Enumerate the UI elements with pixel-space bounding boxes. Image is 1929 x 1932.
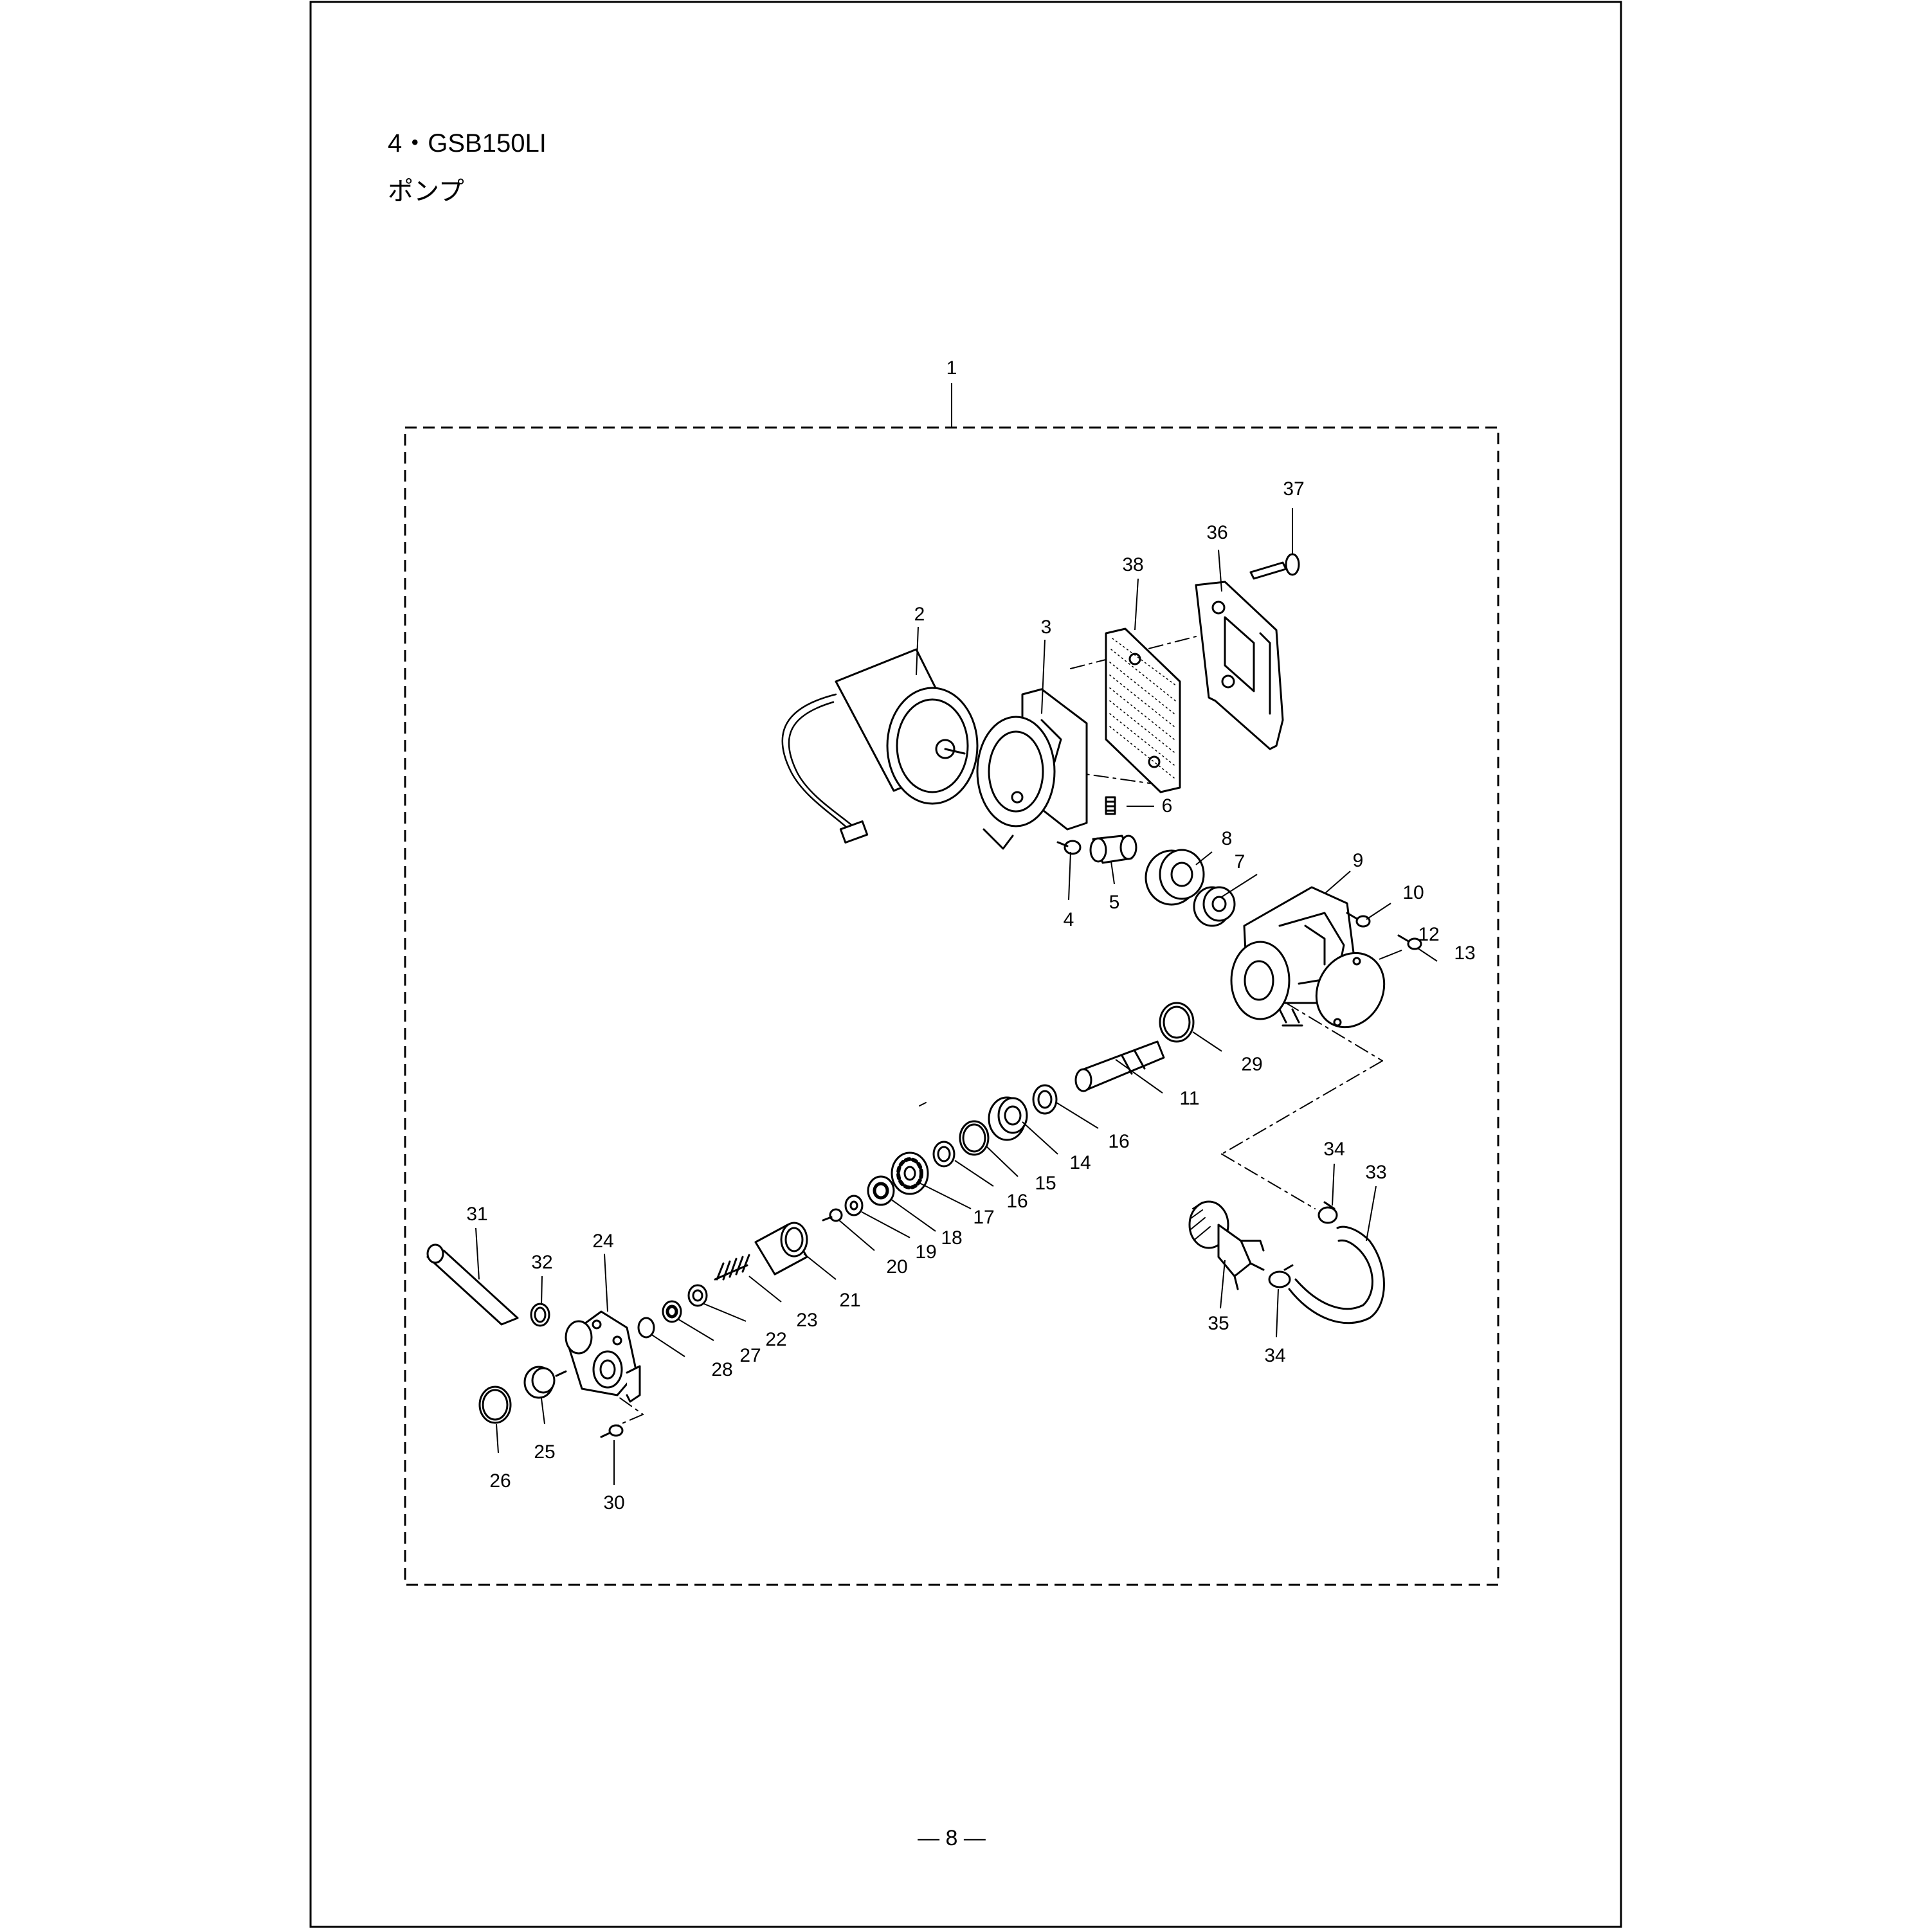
part-6-set-screw: [1105, 796, 1116, 815]
part-3-mounting-plate: [976, 688, 1088, 850]
part-37-screw: [1249, 553, 1300, 580]
callout-24: 24: [592, 1231, 613, 1252]
part-2-motor: [781, 648, 979, 844]
part-7-bearing: [1193, 886, 1236, 927]
part-16-washer-lower: [932, 1141, 955, 1168]
callout-1: 1: [946, 357, 957, 379]
callout-30: 30: [603, 1492, 624, 1513]
callout-9: 9: [1353, 850, 1364, 871]
callout-31: 31: [466, 1204, 487, 1225]
page-border: [309, 1, 1622, 1928]
callout-21: 21: [839, 1290, 860, 1311]
callout-6: 6: [1162, 795, 1173, 817]
callout-23: 23: [796, 1310, 817, 1331]
callout-20: 20: [886, 1256, 907, 1277]
callout-36: 36: [1206, 522, 1227, 543]
callout-3: 3: [1041, 617, 1052, 638]
part-12-cover-plate: [1315, 952, 1386, 1029]
part-22-washer: [687, 1284, 708, 1307]
part-35-strainer: [1188, 1200, 1265, 1290]
callout-5: 5: [1109, 892, 1120, 913]
part-8-bearing: [1145, 849, 1205, 906]
callout-22: 22: [765, 1329, 786, 1350]
part-30-screw: [600, 1424, 624, 1438]
callout-4: 4: [1064, 909, 1074, 930]
part-34-hose-clamp-upper: [1318, 1201, 1338, 1224]
part-5-coupling: [1089, 835, 1137, 864]
part-15-o-ring: [959, 1120, 990, 1156]
page-number: ― 8 ―: [918, 1826, 986, 1850]
part-32-hose-clamp: [530, 1303, 550, 1327]
part-20-screw: [822, 1208, 843, 1222]
part-11-piston-shaft: [1074, 1040, 1165, 1092]
part-38-filter-sheet: [1105, 627, 1181, 793]
callout-13: 13: [1454, 943, 1475, 964]
callout-26: 26: [489, 1470, 511, 1492]
callout-17: 17: [973, 1207, 994, 1228]
part-13-screw: [1397, 934, 1422, 950]
page-title: 4・GSB150LI: [388, 129, 547, 158]
part-24-valve-body: [565, 1310, 641, 1403]
page-subtitle: ポンプ: [388, 177, 464, 206]
callout-11: 11: [1179, 1088, 1199, 1109]
callout-leaders: [475, 508, 1438, 1485]
callout-18: 18: [941, 1227, 962, 1249]
callout-34-upper: 34: [1323, 1139, 1345, 1160]
part-25-cap: [523, 1366, 567, 1399]
callout-34-lower: 34: [1264, 1345, 1285, 1366]
callout-numbers: 2 3 4 5 6 7 8 9 10 11 12 13 14 15 16 16 …: [466, 478, 1475, 1513]
part-18-seal: [867, 1175, 895, 1206]
callout-35: 35: [1208, 1313, 1229, 1334]
callout-10: 10: [1402, 882, 1424, 903]
part-23-spring: [714, 1254, 750, 1281]
callout-16-upper: 16: [1108, 1131, 1129, 1152]
part-34-hose-clamp-lower: [1268, 1264, 1294, 1288]
callout-33: 33: [1365, 1162, 1386, 1183]
callout-27: 27: [739, 1345, 761, 1366]
part-26-hose-clamp: [478, 1386, 512, 1424]
part-17-seal-holder: [891, 1151, 929, 1195]
callout-7: 7: [1235, 851, 1245, 872]
part-14-seal: [988, 1096, 1028, 1141]
callout-14: 14: [1069, 1152, 1091, 1173]
callout-2: 2: [914, 604, 925, 625]
part-29-o-ring: [1159, 1002, 1195, 1043]
part-27-valve: [662, 1300, 682, 1323]
callout-8: 8: [1222, 828, 1233, 849]
callout-19: 19: [915, 1241, 936, 1263]
part-28-o-ring: [637, 1317, 655, 1339]
part-19-washer: [844, 1195, 864, 1216]
callout-32: 32: [531, 1252, 552, 1273]
part-31-pipe: [426, 1243, 519, 1326]
part-16-washer-upper: [1032, 1084, 1058, 1115]
callout-37: 37: [1283, 478, 1304, 500]
part-4-screw: [1056, 840, 1082, 855]
callout-12: 12: [1418, 924, 1439, 945]
callout-38: 38: [1122, 554, 1143, 575]
callout-25: 25: [534, 1441, 555, 1463]
callout-28: 28: [711, 1359, 732, 1380]
part-21-sleeve: [754, 1222, 808, 1276]
callout-15: 15: [1035, 1173, 1056, 1194]
part-36-bracket: [1195, 581, 1284, 750]
callout-16-lower: 16: [1006, 1191, 1028, 1212]
assembly-boundary: [404, 426, 1499, 1586]
callout-29: 29: [1241, 1054, 1262, 1075]
part-33-hose: [1288, 1225, 1385, 1324]
